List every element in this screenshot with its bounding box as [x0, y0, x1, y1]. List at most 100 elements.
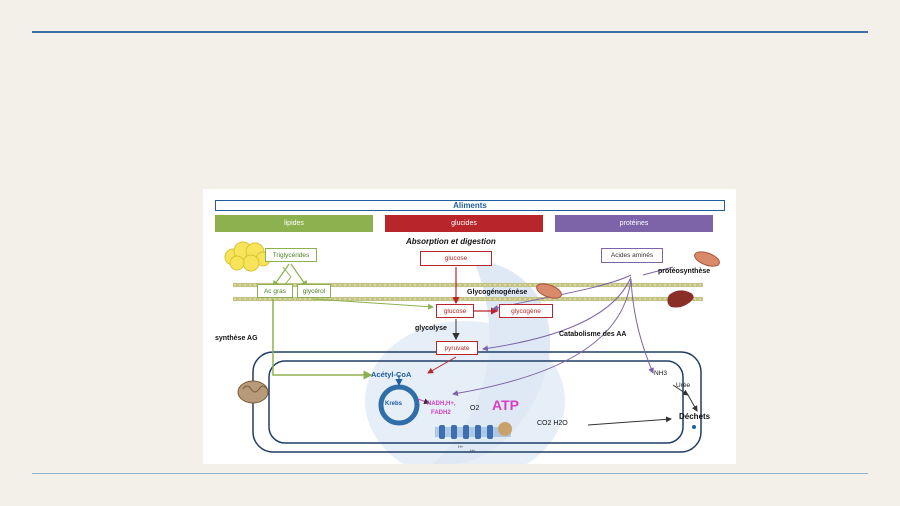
membrane-bead	[642, 282, 648, 288]
acgras-to-acetylcoa-arrow	[272, 299, 373, 380]
glucose-mid-label: glucose	[443, 307, 467, 315]
metabolism-diagram: H+ H+ Aliments lipides glucides protéine…	[203, 189, 736, 464]
membrane-bead	[567, 282, 573, 288]
membrane-bead	[407, 296, 413, 302]
mitochondria-inner-membrane	[268, 360, 684, 444]
membrane-bead	[662, 296, 668, 302]
membrane-bead	[562, 282, 568, 288]
membrane-bead	[572, 296, 578, 302]
membrane-bead	[357, 296, 363, 302]
membrane-bead	[437, 282, 443, 288]
membrane-bead	[412, 296, 418, 302]
muscle-icon	[694, 251, 720, 267]
membrane-bead	[392, 296, 398, 302]
membrane-bead	[387, 282, 393, 288]
nh3-to-uree-arrow	[672, 384, 689, 396]
membrane-bead	[367, 282, 373, 288]
category-glucides-label: glucides	[451, 220, 477, 227]
membrane-bead	[642, 296, 648, 302]
membrane-bead	[397, 282, 403, 288]
membrane-bead	[457, 296, 463, 302]
nadh-label: NADH,H+,	[427, 401, 456, 407]
membrane-bead	[357, 282, 363, 288]
tg-to-acgras-arrow	[272, 263, 290, 288]
membrane-bead	[612, 296, 618, 302]
membrane-bead	[427, 296, 433, 302]
proton-label: H+	[458, 444, 464, 449]
membrane-bead	[377, 296, 383, 302]
membrane-bead	[237, 296, 243, 302]
membrane-bead	[347, 296, 353, 302]
co2-h2o-label: CO2 H2O	[537, 420, 568, 427]
respiratory-chain	[435, 427, 511, 437]
membrane-bead	[652, 282, 658, 288]
pyruvate-to-acetylcoa-arrow	[427, 356, 457, 374]
membrane-bead	[447, 282, 453, 288]
membrane-bead	[432, 296, 438, 302]
membrane-bead	[557, 282, 563, 288]
membrane-bead	[372, 296, 378, 302]
membrane-bead	[462, 296, 468, 302]
membrane-bead	[587, 296, 593, 302]
glycogene-label: glycogène	[511, 307, 541, 315]
fadh2-label: FADH2	[431, 410, 451, 416]
membrane-bead	[592, 296, 598, 302]
membrane-bead	[392, 282, 398, 288]
membrane-bead	[497, 296, 503, 302]
membrane-bead	[647, 296, 653, 302]
membrane-bead	[352, 296, 358, 302]
mitochondrion-icon	[237, 380, 269, 404]
membrane-bead	[582, 282, 588, 288]
krebs-label: Krebs	[385, 401, 403, 407]
triglycerides-label: Triglycérides	[272, 251, 310, 259]
membrane-bead	[457, 282, 463, 288]
ac-gras-box: Ac gras	[257, 284, 293, 298]
membrane-bead	[387, 296, 393, 302]
membrane-bead	[617, 296, 623, 302]
membrane-bead	[237, 282, 243, 288]
membrane-bead	[652, 296, 658, 302]
membrane-bead	[692, 296, 698, 302]
membrane-bead	[667, 282, 673, 288]
aa-to-nh3-arrow	[630, 278, 654, 374]
category-glucides: glucides	[385, 215, 543, 232]
membrane-bead	[522, 296, 528, 302]
membrane-bead	[532, 282, 538, 288]
membrane-bead	[517, 296, 523, 302]
membrane-bead	[677, 282, 683, 288]
acides-amines-box: Acides aminés	[601, 248, 663, 263]
dechets-dot	[692, 425, 696, 429]
membrane-bead	[242, 296, 248, 302]
membrane-bead	[472, 296, 478, 302]
membrane-bead	[602, 296, 608, 302]
membrane-bead	[662, 282, 668, 288]
membrane-bead	[467, 282, 473, 288]
membrane-bead	[247, 282, 253, 288]
membrane-bead	[422, 282, 428, 288]
pyruvate-label: pyruvate	[444, 344, 470, 352]
acetyl-coa-label: Acétyl-CoA	[371, 370, 412, 379]
membrane-bead	[507, 296, 513, 302]
membrane-bead	[467, 296, 473, 302]
membrane-bead	[672, 282, 678, 288]
glycerol-label: glycérol	[302, 287, 326, 295]
membrane-bead	[417, 296, 423, 302]
membrane-bead	[367, 296, 373, 302]
glucose-top-box: glucose	[420, 251, 492, 266]
proteosynthese-label: protéosynthèse	[658, 268, 711, 275]
membrane-bead	[352, 282, 358, 288]
membrane-bead	[657, 282, 663, 288]
aa-to-pyruvate-arrow	[482, 276, 632, 352]
membrane-bead	[637, 296, 643, 302]
membrane-bead	[442, 282, 448, 288]
membrane-bead	[402, 282, 408, 288]
membrane-bead	[447, 296, 453, 302]
fat-cloud-icon	[224, 241, 271, 272]
membrane-bead	[372, 282, 378, 288]
membrane-bead	[362, 296, 368, 302]
membrane-bead	[232, 296, 238, 302]
membrane-bead	[437, 296, 443, 302]
membrane-bead	[587, 282, 593, 288]
membrane-bead	[682, 282, 688, 288]
atp-synthase-icon	[498, 422, 512, 436]
